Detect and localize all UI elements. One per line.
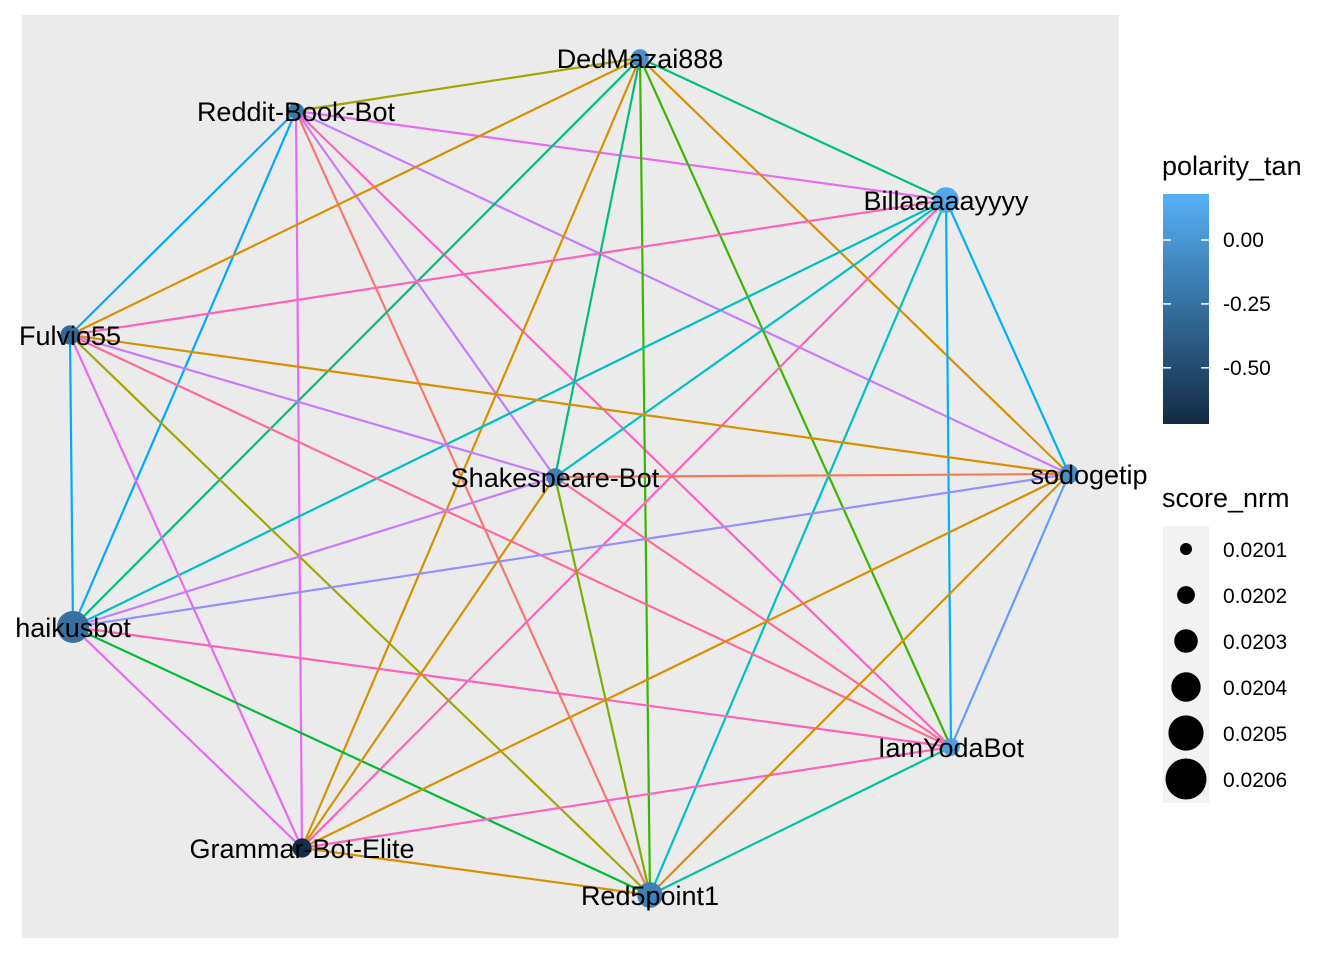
edge-DedMazai888-IamYodaBot bbox=[638, 57, 953, 748]
node-Billaaaaayyyy[interactable] bbox=[933, 187, 959, 213]
edge-Billaaaaayyyy-Red5point1 bbox=[648, 199, 948, 896]
node-IamYodaBot[interactable] bbox=[942, 738, 960, 756]
edge-Fulvio55-haikusbot bbox=[68, 334, 75, 628]
score-key-dot bbox=[1174, 629, 1198, 653]
edge-Shakespeare-Bot-Red5point1 bbox=[553, 476, 652, 896]
node-label-Shakespeare-Bot: Shakespeare-Bot bbox=[451, 463, 660, 493]
edge-Billaaaaayyyy-Fulvio55 bbox=[69, 198, 947, 337]
score-key-label: 0.0204 bbox=[1223, 677, 1288, 700]
edge-Billaaaaayyyy-IamYodaBot bbox=[944, 199, 953, 748]
polarity-colorbar bbox=[1163, 194, 1209, 424]
edge-Billaaaaayyyy-haikusbot bbox=[72, 199, 947, 628]
edge-DedMazai888-haikusbot bbox=[72, 57, 641, 628]
node-label-Billaaaaayyyy: Billaaaaayyyy bbox=[863, 186, 1029, 216]
edge-Billaaaaayyyy-Shakespeare-Bot bbox=[554, 199, 947, 478]
edge-Grammar-Bot-Elite-IamYodaBot bbox=[301, 745, 952, 850]
labels-layer: DedMazai888Reddit-Book-BotBillaaaaayyyyF… bbox=[15, 44, 1147, 911]
polarity-legend: polarity_tan 0.00 -0.25 -0.50 bbox=[1162, 151, 1302, 424]
node-label-Grammar-Bot-Elite: Grammar-Bot-Elite bbox=[189, 834, 414, 864]
edge-Red5point1-IamYodaBot bbox=[649, 746, 952, 896]
score-legend: score_nrm 0.0201 0.0202 0.0203 0.0204 0.0205… bbox=[1162, 483, 1290, 803]
edge-haikusbot-Shakespeare-Bot bbox=[72, 475, 556, 629]
score-key-label: 0.0202 bbox=[1223, 585, 1287, 608]
edge-Fulvio55-sodogetip bbox=[69, 333, 1070, 476]
score-key-dot bbox=[1180, 543, 1192, 555]
score-legend-title: score_nrm bbox=[1162, 483, 1290, 513]
edge-Grammar-Bot-Elite-sodogetip bbox=[301, 473, 1070, 849]
edge-Reddit-Book-Bot-DedMazai888 bbox=[295, 56, 641, 113]
score-key-label: 0.0201 bbox=[1223, 539, 1287, 562]
score-key-dot bbox=[1171, 672, 1201, 702]
edge-DedMazai888-Billaaaaayyyy bbox=[639, 57, 947, 201]
edge-Grammar-Bot-Elite-Red5point1 bbox=[301, 846, 651, 897]
score-key-dot bbox=[1168, 715, 1204, 751]
score-key-dot bbox=[1177, 586, 1195, 604]
node-label-Fulvio55: Fulvio55 bbox=[19, 321, 121, 351]
node-Grammar-Bot-Elite[interactable] bbox=[292, 838, 312, 858]
node-label-Red5point1: Red5point1 bbox=[581, 881, 719, 911]
edge-IamYodaBot-sodogetip bbox=[949, 473, 1071, 748]
polarity-tick-label: 0.00 bbox=[1223, 229, 1264, 252]
edge-Fulvio55-Red5point1 bbox=[69, 334, 651, 896]
edge-Reddit-Book-Bot-Fulvio55 bbox=[69, 110, 297, 336]
polarity-tick-label: -0.25 bbox=[1223, 293, 1271, 316]
node-sodogetip[interactable] bbox=[1059, 464, 1079, 484]
edge-Shakespeare-Bot-sodogetip bbox=[554, 472, 1070, 479]
edge-DedMazai888-Shakespeare-Bot bbox=[553, 57, 642, 478]
score-key-label: 0.0206 bbox=[1223, 769, 1287, 792]
node-label-IamYodaBot: IamYodaBot bbox=[878, 733, 1025, 763]
score-key-label: 0.0203 bbox=[1223, 631, 1287, 654]
edge-Red5point1-sodogetip bbox=[649, 473, 1070, 896]
node-label-Reddit-Book-Bot: Reddit-Book-Bot bbox=[197, 97, 396, 127]
node-DedMazai888[interactable] bbox=[631, 49, 649, 67]
score-key-dot bbox=[1165, 758, 1207, 800]
node-label-DedMazai888: DedMazai888 bbox=[557, 44, 724, 74]
edge-Fulvio55-Shakespeare-Bot bbox=[69, 333, 556, 479]
edge-Reddit-Book-Bot-Shakespeare-Bot bbox=[295, 110, 556, 478]
nodes-layer bbox=[57, 49, 1079, 908]
score-key-label: 0.0205 bbox=[1223, 723, 1287, 746]
node-Shakespeare-Bot[interactable] bbox=[546, 468, 564, 486]
node-Fulvio55[interactable] bbox=[60, 325, 80, 345]
polarity-legend-title: polarity_tan bbox=[1162, 151, 1302, 181]
edge-haikusbot-IamYodaBot bbox=[72, 625, 952, 749]
edge-DedMazai888-Fulvio55 bbox=[69, 57, 641, 336]
polarity-ticks: 0.00 -0.25 -0.50 bbox=[1163, 229, 1271, 380]
node-label-haikusbot: haikusbot bbox=[15, 613, 131, 643]
polarity-tick-label: -0.50 bbox=[1223, 357, 1271, 380]
node-haikusbot[interactable] bbox=[57, 611, 89, 643]
edge-Shakespeare-Bot-Grammar-Bot-Elite bbox=[301, 476, 556, 849]
edges-layer bbox=[68, 56, 1071, 897]
node-Reddit-Book-Bot[interactable] bbox=[288, 103, 304, 119]
edge-Reddit-Book-Bot-sodogetip bbox=[295, 110, 1070, 475]
score-keys: 0.0201 0.0202 0.0203 0.0204 0.0205 0.0206 bbox=[1165, 539, 1288, 800]
edge-haikusbot-Grammar-Bot-Elite bbox=[72, 626, 303, 849]
node-label-sodogetip: sodogetip bbox=[1030, 460, 1147, 490]
edge-Shakespeare-Bot-IamYodaBot bbox=[554, 476, 952, 748]
node-Red5point1[interactable] bbox=[637, 882, 663, 908]
score-legend-keys bbox=[1163, 526, 1209, 803]
edge-Reddit-Book-Bot-Grammar-Bot-Elite bbox=[294, 110, 304, 849]
edge-Billaaaaayyyy-sodogetip bbox=[944, 199, 1071, 475]
